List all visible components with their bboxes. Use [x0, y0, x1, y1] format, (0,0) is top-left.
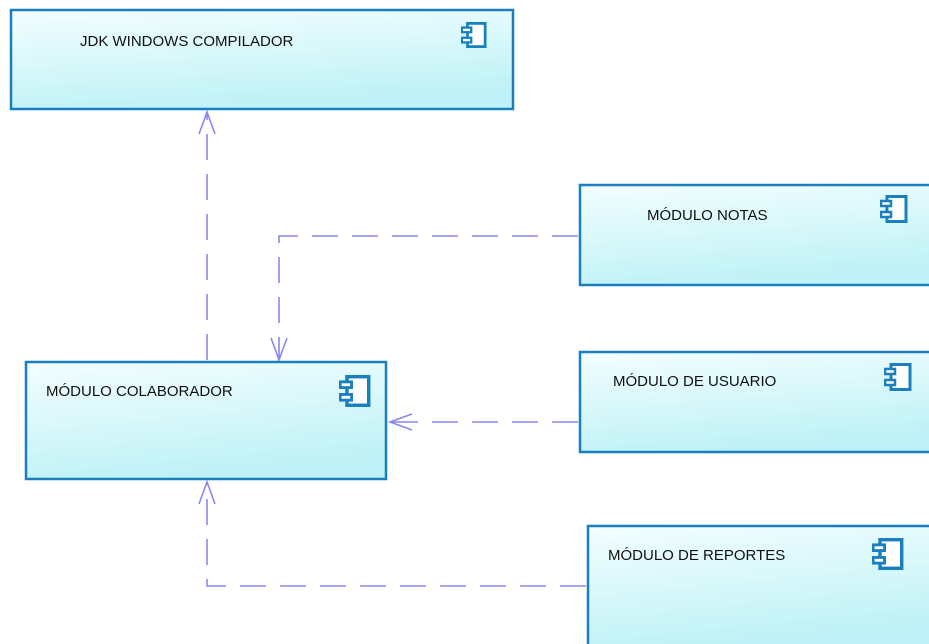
dependency-arrowhead [387, 413, 413, 431]
component-box [24, 360, 388, 481]
dependency-arrowhead [198, 109, 216, 135]
dependency-line [278, 235, 578, 360]
component-label: MÓDULO NOTAS [647, 207, 768, 224]
component-notas[interactable]: MÓDULO NOTAS [578, 183, 929, 287]
component-box [578, 350, 929, 454]
component-label: MÓDULO DE USUARIO [613, 373, 776, 390]
component-jdk[interactable]: JDK WINDOWS COMPILADOR [9, 8, 515, 111]
component-colaborador[interactable]: MÓDULO COLABORADOR [24, 360, 388, 481]
dependency-line [206, 482, 586, 587]
dependency-colaborador-to-jdk [198, 109, 216, 360]
dependency-notas-to-colaborador [270, 235, 578, 363]
dependency-reportes-to-colaborador [198, 479, 586, 587]
component-label: JDK WINDOWS COMPILADOR [80, 33, 294, 50]
component-box [578, 183, 929, 287]
dependency-arrowhead [198, 479, 216, 505]
component-usuario[interactable]: MÓDULO DE USUARIO [578, 350, 929, 454]
component-box [9, 8, 515, 111]
dependency-usuario-to-colaborador [387, 413, 578, 431]
component-label: MÓDULO DE REPORTES [608, 547, 785, 564]
dependency-arrowhead [270, 337, 288, 363]
component-reportes[interactable]: MÓDULO DE REPORTES [586, 524, 929, 644]
component-label: MÓDULO COLABORADOR [46, 383, 233, 400]
